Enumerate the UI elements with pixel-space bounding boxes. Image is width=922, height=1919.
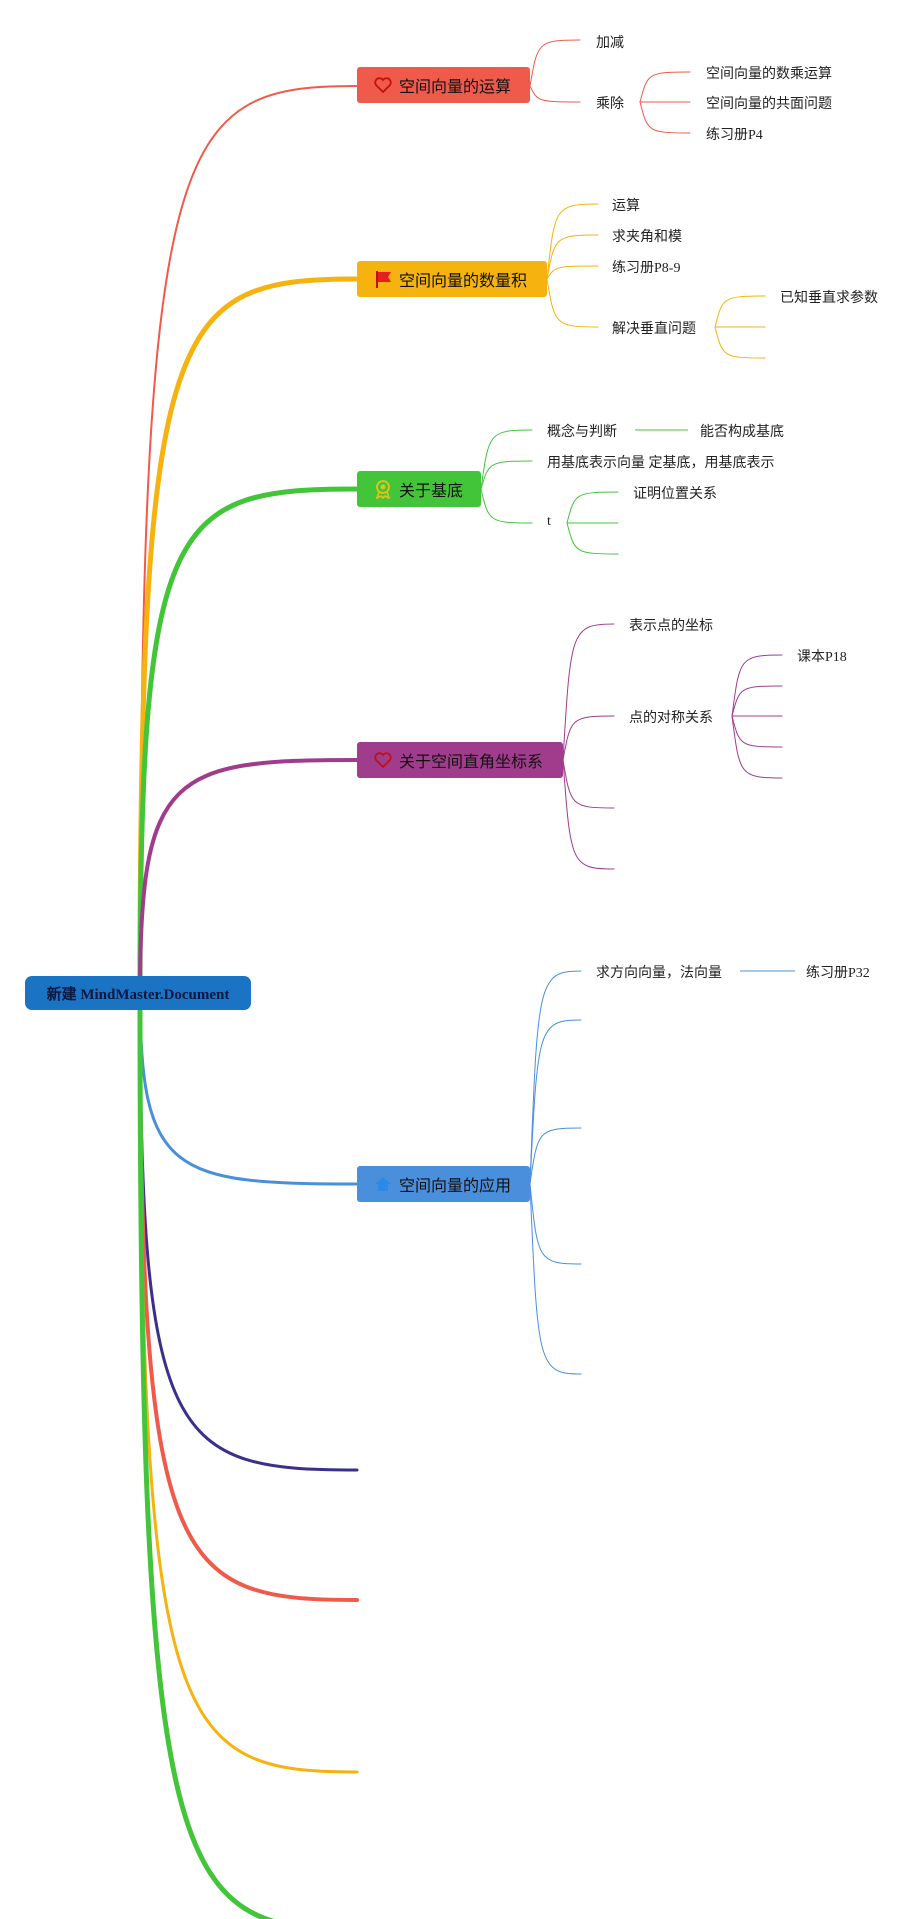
sub-branch-line (546, 265, 599, 280)
subtopic-operations[interactable]: 运算 (612, 199, 640, 214)
sub-branch-line (529, 39, 581, 87)
sub-branch-line (562, 759, 615, 870)
root-topic-label: 新建 MindMaster.Document (46, 986, 230, 1003)
heart-icon (373, 750, 393, 770)
main-branch-line (137, 990, 275, 1919)
main-topic-label: 空间向量的应用 (399, 1176, 512, 1195)
main-topic-label: 空间向量的数量积 (399, 271, 528, 290)
subtopic-t[interactable]: t (547, 514, 551, 529)
subtopic-perpendicular-problems[interactable]: 解决垂直问题 (612, 322, 696, 337)
sub-branch-line (714, 295, 766, 328)
sub-branch-line (529, 85, 581, 103)
sub-branch-line (480, 429, 533, 490)
sub-branch-line (480, 488, 533, 524)
main-topic-vector-applications[interactable]: 空间向量的应用 (357, 1166, 530, 1202)
subtopic-point-coordinates[interactable]: 表示点的坐标 (629, 619, 713, 634)
subtopic-find-parameter[interactable]: 已知垂直求参数 (780, 291, 878, 306)
sub-branch-line (529, 1183, 582, 1265)
sub-branch-line (731, 715, 783, 779)
home-icon (373, 1174, 393, 1194)
subtopic-prove-positional-relation[interactable]: 证明位置关系 (633, 487, 717, 502)
subtopic-concept-judgement[interactable]: 概念与判断 (547, 425, 617, 440)
sub-branch-line (529, 1019, 582, 1185)
main-topic-dot-product[interactable]: 空间向量的数量积 (357, 261, 547, 297)
main-topic-label: 关于基底 (399, 481, 464, 500)
subtopic-workbook-p32[interactable]: 练习册P32 (806, 966, 870, 981)
sub-branch-line (731, 715, 783, 748)
main-topic-basis[interactable]: 关于基底 (357, 471, 481, 507)
sub-branch-line (546, 203, 599, 280)
sub-branch-line (731, 654, 783, 717)
subtopic-coplanar-problem[interactable]: 空间向量的共面问题 (706, 97, 832, 112)
sub-branch-line (562, 715, 615, 761)
main-branch-line (139, 85, 358, 994)
main-branch-line (138, 991, 359, 1472)
subtopic-add-subtract[interactable]: 加减 (596, 36, 624, 51)
sub-branch-line (529, 1183, 582, 1375)
main-topic-label: 空间向量的运算 (399, 77, 512, 96)
heart-icon (373, 75, 393, 95)
sub-branch-line (639, 71, 691, 103)
subtopic-can-form-basis[interactable]: 能否构成基底 (700, 425, 784, 440)
subtopic-represent-vectors[interactable]: 用基底表示向量 定基底，用基底表示 (547, 456, 775, 471)
subtopic-workbook-p4[interactable]: 练习册P4 (706, 128, 763, 143)
sub-branch-line (546, 278, 599, 328)
subtopic-multiply-divide[interactable]: 乘除 (596, 97, 624, 112)
main-topic-label: 关于空间直角坐标系 (399, 752, 544, 771)
sub-branch-line (566, 491, 619, 524)
subtopic-scalar-multiplication[interactable]: 空间向量的数乘运算 (706, 67, 832, 82)
sub-branch-line (562, 623, 615, 761)
sub-branch-line (562, 759, 615, 809)
root-topic[interactable]: 新建 MindMaster.Document (25, 976, 251, 1010)
main-branch-line (137, 276, 360, 996)
sub-branch-line (529, 1127, 582, 1185)
flag-icon (373, 269, 393, 289)
sub-branch-line (714, 326, 766, 359)
main-topic-vector-operations[interactable]: 空间向量的运算 (357, 67, 530, 103)
sub-branch-line (731, 685, 783, 717)
subtopic-workbook-p8-9[interactable]: 练习册P8-9 (612, 261, 681, 276)
main-branch-line (137, 486, 360, 996)
sub-branch-line (480, 460, 533, 490)
subtopic-textbook-p18[interactable]: 课本P18 (797, 650, 847, 665)
subtopic-angle-and-modulus[interactable]: 求夹角和模 (612, 230, 682, 245)
main-topic-coordinate-system[interactable]: 关于空间直角坐标系 (357, 742, 563, 778)
main-branch-line (138, 991, 359, 1186)
main-branch-line (138, 991, 359, 1602)
sub-branch-line (639, 101, 691, 134)
award-icon (373, 479, 393, 499)
subtopic-symmetry-relation[interactable]: 点的对称关系 (629, 711, 713, 726)
subtopic-direction-normal-vector[interactable]: 求方向向量，法向量 (596, 966, 722, 981)
sub-branch-line (566, 522, 619, 555)
sub-branch-line (546, 234, 599, 280)
main-branch-line (138, 758, 359, 995)
sub-branch-line (529, 970, 582, 1185)
